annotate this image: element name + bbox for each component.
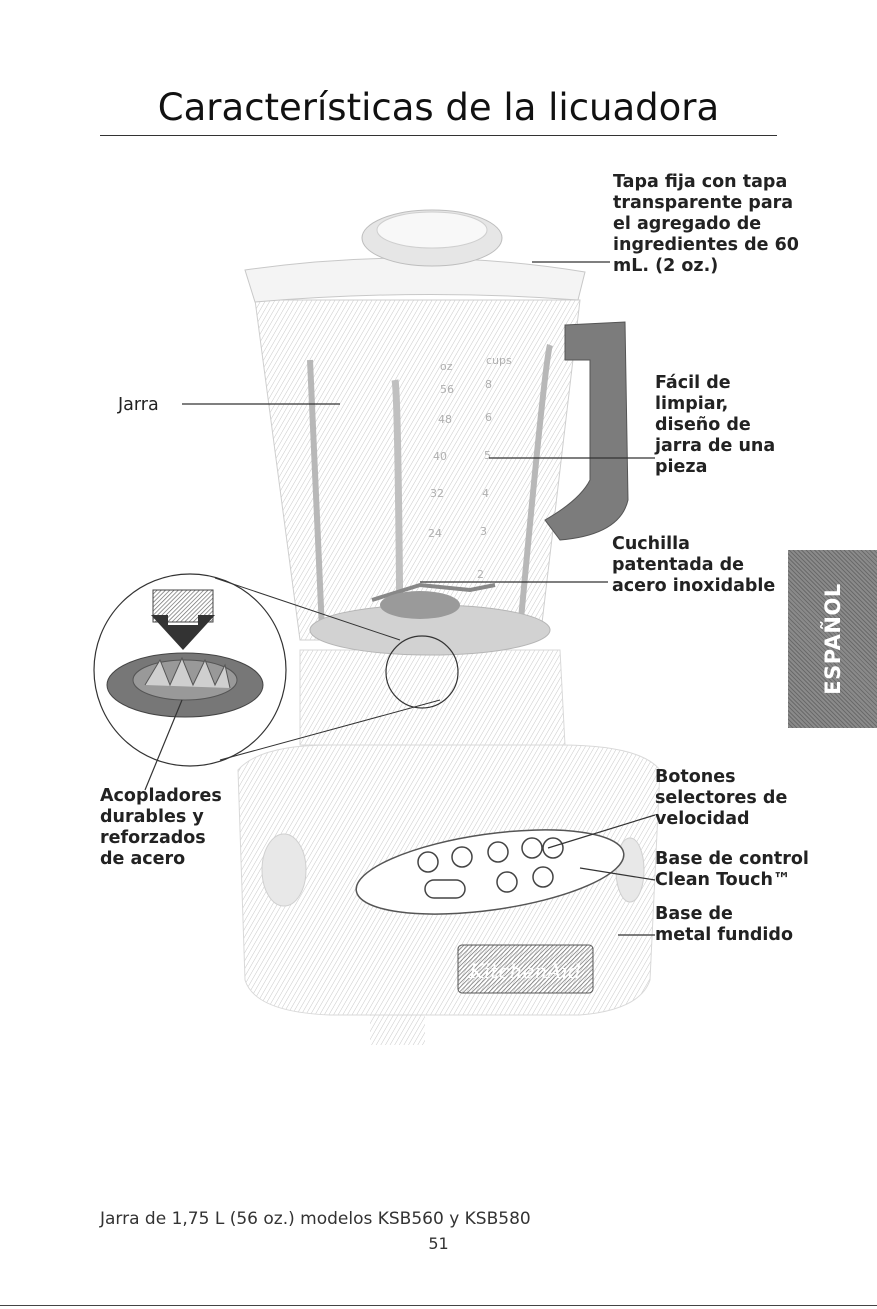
page-number: 51 (428, 1234, 449, 1253)
blender-jar (254, 299, 629, 656)
language-tab: ESPAÑOL (788, 550, 877, 728)
language-tab-label: ESPAÑOL (820, 583, 845, 695)
figure-caption: Jarra de 1,75 L (56 oz.) modelos KSB560 … (100, 1209, 531, 1229)
jar-markings: oz 56 48 40 32 24 cups 8 6 5 4 3 2 (428, 354, 512, 581)
brand-logo-text: KitchenAid (468, 959, 581, 983)
cups-mark: 5 (484, 449, 491, 462)
blender-lid (244, 209, 586, 303)
oz-mark: 24 (428, 527, 442, 540)
cups-mark: 6 (485, 411, 492, 424)
control-panel (355, 829, 625, 915)
cups-mark: 4 (482, 487, 489, 500)
brand-badge: KitchenAid (457, 944, 594, 994)
oz-mark: 56 (440, 383, 454, 396)
oz-mark: 48 (438, 413, 452, 426)
page-bottom-rule (0, 1305, 877, 1306)
oz-mark: oz (440, 360, 453, 373)
page-title: Características de la licuadora (157, 86, 720, 129)
title-rule (100, 135, 777, 136)
cups-mark: 8 (485, 378, 492, 391)
cups-mark: 3 (480, 525, 487, 538)
coupler-inset (93, 573, 459, 767)
leader-lines (144, 261, 656, 936)
oz-mark: 32 (430, 487, 444, 500)
oz-mark: 40 (433, 450, 447, 463)
cups-mark: 2 (477, 568, 484, 581)
jar-label: Jarra (118, 395, 159, 415)
cups-mark: cups (486, 354, 512, 367)
